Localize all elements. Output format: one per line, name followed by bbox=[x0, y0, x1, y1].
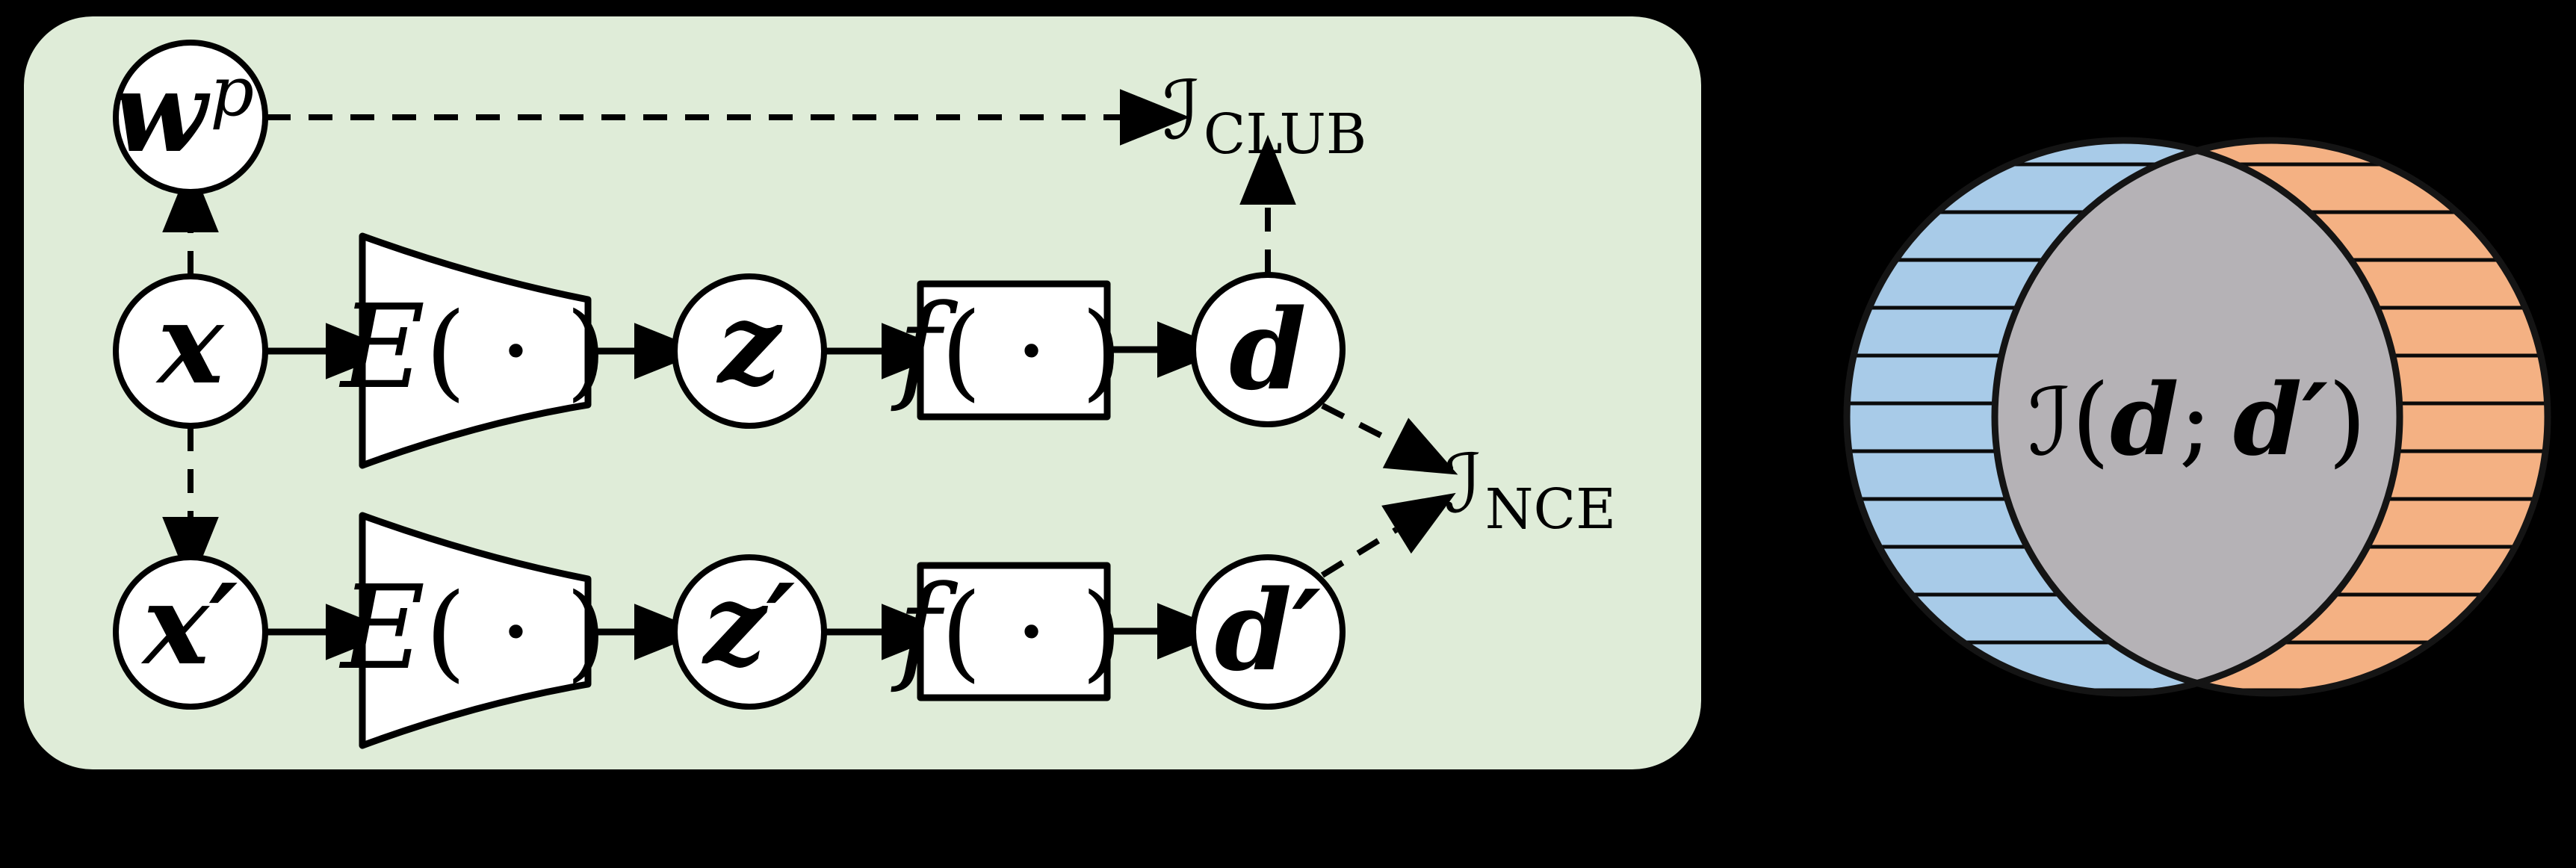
arrow-d-to-nce-loss bbox=[1321, 403, 1458, 475]
panel-background bbox=[24, 16, 1701, 769]
node-d-prime bbox=[1190, 554, 1346, 710]
node-z-label: z bbox=[716, 279, 783, 409]
node-x-label: x bbox=[155, 279, 225, 409]
node-z-prime bbox=[672, 554, 827, 710]
node-wp-label: wp bbox=[112, 47, 254, 177]
head-top-label: f( · ) bbox=[891, 279, 1122, 415]
node-z-prime-label: z′ bbox=[701, 559, 795, 689]
node-x bbox=[113, 273, 268, 429]
venn-diagram: ℐ(d;d′) bbox=[1830, 127, 2570, 710]
head-box-top bbox=[917, 280, 1111, 421]
node-x-prime bbox=[113, 554, 268, 710]
club-loss-label: ℐCLUB bbox=[1162, 64, 1366, 167]
arrow-dprime-to-nce-loss bbox=[1320, 492, 1456, 578]
pipeline-panel: wp x x′ z z′ d d′ E( · ) E( · ) f( · ) f… bbox=[24, 16, 1701, 769]
encoder-bottom-label: E( · ) bbox=[338, 560, 607, 695]
node-d bbox=[1190, 272, 1346, 427]
venn-right-circle-outline bbox=[1991, 137, 2551, 697]
encoder-block-top bbox=[359, 232, 592, 469]
node-d-label: d bbox=[1229, 285, 1306, 415]
encoder-block-bottom bbox=[359, 512, 592, 749]
venn-mutual-information-label: ℐ(d;d′) bbox=[2028, 362, 2366, 478]
encoder-top-label: E( · ) bbox=[338, 279, 607, 415]
node-x-prime-label: x′ bbox=[140, 559, 238, 689]
node-z bbox=[672, 273, 827, 429]
node-d-prime-label: d′ bbox=[1215, 565, 1322, 695]
head-box-bottom bbox=[917, 562, 1111, 701]
node-wp bbox=[113, 40, 268, 195]
head-bottom-label: f( · ) bbox=[891, 560, 1122, 695]
nce-loss-label: ℐNCE bbox=[1444, 438, 1616, 542]
venn-left-circle-outline bbox=[1843, 137, 2403, 697]
